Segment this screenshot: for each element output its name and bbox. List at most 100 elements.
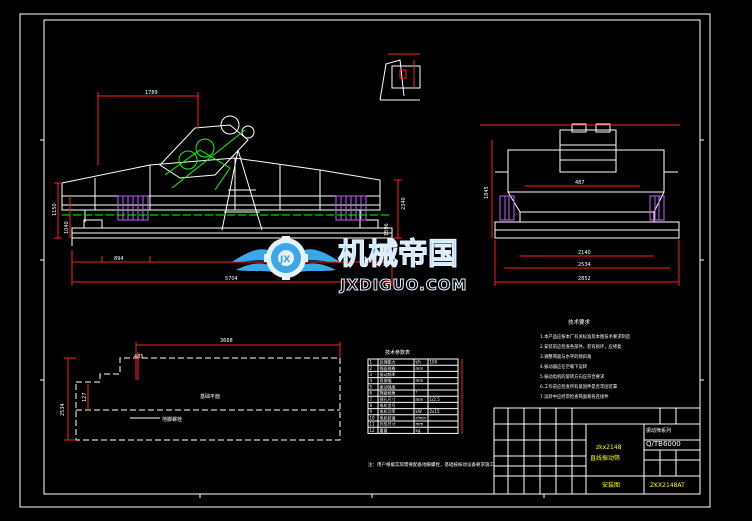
param-table-cell: 电机功率: [380, 408, 396, 414]
front-base: [71, 219, 393, 246]
side-view: 487 2140 2534 2852 1845: [480, 123, 680, 286]
param-table-cell: mm: [416, 422, 424, 427]
param-table-cell: 6: [370, 391, 373, 396]
plan-outline: [75, 357, 341, 441]
param-table-grid: [367, 358, 463, 434]
param-table-cell: 100: [430, 360, 438, 365]
title-drawing-type: 安装图: [602, 481, 620, 489]
dim-side-inner: 487: [575, 180, 585, 186]
svg-text:JX: JX: [279, 255, 290, 265]
title-model: zkx2148: [596, 444, 622, 451]
watermark-cn-name: 机械帝国: [338, 237, 458, 272]
title-company: 振动筛系列: [646, 427, 671, 434]
dim-front-top: 1789: [145, 90, 158, 96]
dim-front-vertical-b: 1596: [384, 223, 390, 236]
tech-item: 3.调整筛面与水平的倾斜角: [540, 353, 591, 360]
watermark-url: JXDIGUO.COM: [339, 276, 467, 294]
param-table-cell: kW: [416, 409, 422, 414]
tech-items: 1.本产品应按本厂有关标准及本图技术要求制造 2.安装前应检查各部件，若有损坏，应…: [540, 333, 631, 400]
plan-label-foundation: 基础平面: [200, 393, 220, 400]
side-dimension-texts: 487 2140 2534 2852 1845: [484, 180, 591, 282]
dim-plan-height: 2534: [60, 403, 66, 416]
tech-item: 6.工作前应检查所有紧固件是否牢固可靠: [540, 383, 618, 390]
plan-view: 3668 485 2534 127 基础平面 地脚螺栓: [60, 338, 341, 441]
tech-item: 1.本产品应按本厂有关标准及本图技术要求制造: [540, 333, 631, 340]
dim-side-2: 2534: [578, 262, 591, 268]
dim-front-height-right: 2340: [401, 197, 407, 210]
param-table-cell: 电机转速: [380, 414, 396, 420]
spring-supports: [117, 195, 367, 221]
watermark: JX 机械帝国 JXDIGUO.COM: [232, 236, 467, 295]
dim-plan-small-v: 127: [82, 392, 88, 402]
param-table-cell: 重量: [380, 427, 388, 433]
front-dimension-texts: 1789 5704 894 1150 2340 1040 1596: [52, 90, 407, 282]
param-table-cell: kg: [416, 428, 421, 433]
param-table-cell: 2x15: [430, 409, 440, 414]
param-table-text: 1 处理能力 t/h 100 2 筛面规格 mm 3 振动频率 4 双振幅 mm 5 振动强度 6 筛面倾角 °…: [370, 359, 441, 433]
dim-front-vertical-a: 1040: [64, 221, 70, 234]
plan-dimension-lines: [64, 342, 341, 441]
dim-plan-length: 3668: [220, 338, 233, 344]
tech-title: 技术要求: [568, 318, 591, 326]
param-table-title: 技术参数表: [385, 349, 410, 356]
param-table-cell: 9: [370, 409, 373, 414]
param-table-cell: 2: [370, 366, 373, 371]
parameter-table: 技术参数表 1 处理能力 t/h 100 2 筛面规格 mm 3 振动频率 4 双振幅 mm 5 振动强度…: [367, 349, 494, 468]
param-table-cell: mm: [416, 397, 424, 402]
tech-item: 7.运转中应经常检查筛面和各连接件: [540, 393, 609, 400]
outer-frame: [19, 13, 711, 508]
title-block-grid: [493, 407, 701, 495]
tech-item: 5.振动电机的旋转方向应符合要求: [540, 373, 605, 380]
param-table-cell: mm: [416, 366, 424, 371]
param-table-cell: °: [416, 391, 418, 396]
side-frame: [494, 123, 680, 239]
param-table-cell: 筛面倾角: [380, 390, 396, 396]
dim-side-3: 2852: [578, 276, 591, 282]
title-name: 直线振动筛: [590, 454, 620, 462]
param-table-cell: 10: [370, 415, 376, 420]
param-table-cell: 8: [370, 403, 373, 408]
param-table-cell: r/min: [416, 415, 427, 420]
dim-front-small: 894: [114, 256, 124, 262]
param-table-cell: mm: [416, 378, 424, 383]
dim-side-height: 1845: [484, 186, 490, 199]
param-table-cell: 1: [370, 360, 373, 365]
param-table-cell: 外形尺寸: [380, 421, 396, 427]
param-table-cell: 3: [370, 372, 373, 377]
title-standard: Q/TB6000: [646, 440, 681, 448]
param-table-cell: 振动强度: [380, 383, 396, 389]
param-table-cell: 振动频率: [380, 371, 396, 377]
side-springs: [499, 195, 665, 221]
dim-side-1: 2140: [578, 250, 591, 256]
dim-plan-small: 485: [134, 354, 144, 360]
tech-requirements: 技术要求 1.本产品应按本厂有关标准及本图技术要求制造 2.安装前应检查各部件，若…: [540, 318, 631, 400]
param-table-cell: 双振幅: [380, 377, 392, 383]
dim-front-height-left: 1150: [52, 203, 58, 216]
exciter-center-lines: [164, 129, 246, 191]
gear-wings-logo-icon: JX: [232, 236, 340, 280]
plan-dimension-texts: 3668 485 2534 127 基础平面 地脚螺栓: [60, 338, 233, 423]
tech-item: 4.振动器应在空载下运转: [540, 363, 588, 370]
param-table-cell: 筛面规格: [380, 365, 396, 371]
title-drawing-no: ZKX2148AT: [650, 482, 685, 489]
param-table-cell: 5: [370, 384, 373, 389]
param-table-cell: 筛孔尺寸: [380, 396, 396, 402]
param-table-cell: 1/2.5: [430, 397, 441, 402]
tech-item: 2.安装前应检查各部件，若有损坏，应修复: [540, 343, 622, 350]
frame-ticks: [40, 139, 704, 498]
param-table-cell: 4: [370, 378, 373, 383]
param-table-cell: 处理能力: [380, 359, 396, 365]
side-dimension-lines: [480, 124, 680, 286]
title-block: 振动筛系列 Q/TB6000 zkx2148 直线振动筛 安装图 ZKX2148…: [493, 407, 701, 495]
plan-label-anchor: 地脚螺栓: [162, 416, 182, 423]
detail-view: [379, 53, 421, 101]
param-table-cell: 电机型号: [380, 402, 396, 408]
param-table-cell: 12: [370, 428, 376, 433]
dim-front-bottom: 5704: [225, 276, 238, 282]
screen-body: [61, 157, 381, 222]
param-table-cell: 7: [370, 397, 373, 402]
param-table-cell: t/h: [416, 360, 422, 365]
param-table-cell: 11: [370, 422, 376, 427]
